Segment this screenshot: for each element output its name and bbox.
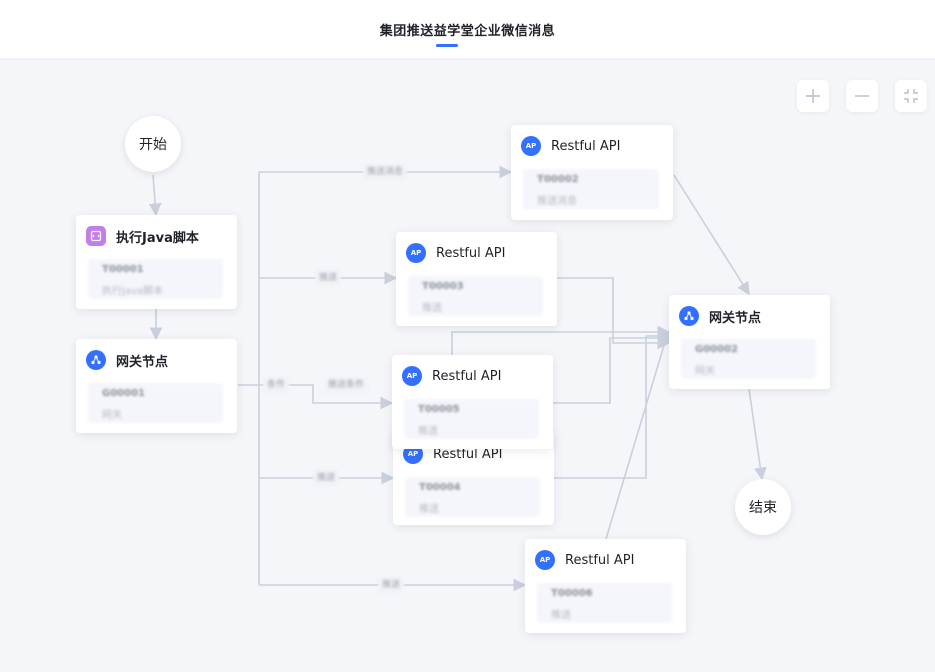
edge-label-api3: 推送条件 [323, 377, 369, 393]
node-api-5-details: T00006 推送 [537, 583, 672, 623]
api-icon: AP [521, 136, 541, 156]
api-icon: AP [406, 243, 426, 263]
edge-cross-line [451, 325, 671, 355]
start-node-label: 开始 [139, 137, 167, 153]
edge-start-script [148, 174, 162, 217]
api-icon: AP [535, 550, 555, 570]
node-api-2[interactable]: AP Restful API T00003 推送 [396, 232, 557, 326]
compress-icon [904, 89, 918, 103]
node-api-5-id: T00006 [551, 588, 593, 599]
code-icon [86, 226, 106, 246]
node-gateway-1-desc: 网关 [102, 410, 122, 421]
node-api-1-id: T00002 [537, 174, 579, 185]
node-api-3[interactable]: AP Restful API T00005 推送 [392, 355, 553, 449]
edge-api4-gateway2 [554, 329, 671, 479]
node-api-3-desc: 推送 [418, 426, 438, 437]
title-active-indicator [436, 44, 458, 47]
api-icon: AP [403, 444, 423, 464]
edge-label-api1: 推送消息 [362, 164, 408, 180]
end-node-label: 结束 [749, 500, 777, 516]
node-api-5-title: Restful API [565, 552, 635, 568]
edge-api2-gateway2 [557, 277, 671, 350]
edge-label-api4: 推送 [312, 470, 340, 486]
node-api-3-id: T00005 [418, 404, 460, 415]
node-gateway-2-id: G00002 [695, 344, 738, 355]
node-api-2-title: Restful API [436, 245, 506, 261]
gateway-icon [86, 350, 106, 370]
node-gateway-2[interactable]: 网关节点 G00002 网关 [669, 295, 830, 389]
node-api-3-details: T00005 推送 [404, 399, 539, 439]
edge-api1-gateway2 [673, 174, 750, 296]
edge-gateway2-end [748, 388, 767, 481]
node-api-1-details: T00002 推送消息 [523, 169, 659, 209]
edge-label-api2: 推送 [314, 270, 342, 286]
edge-label-gateway-out: 条件 [262, 377, 290, 393]
zoom-in-button[interactable] [797, 80, 829, 112]
node-api-5-desc: 推送 [551, 610, 571, 621]
minus-icon [855, 95, 869, 97]
node-api-2-id: T00003 [422, 281, 464, 292]
node-gateway-2-details: G00002 网关 [681, 339, 816, 379]
node-api-3-title: Restful API [432, 368, 502, 384]
page-title: 集团推送益学堂企业微信消息 [379, 24, 556, 39]
node-script-details: T00001 执行Java脚本 [88, 259, 223, 299]
edge-api5-gateway2 [605, 330, 671, 540]
node-gateway-1-id: G00001 [102, 388, 145, 399]
node-api-4-desc: 推送 [419, 504, 439, 515]
node-script-id: T00001 [102, 264, 144, 275]
edge-api3-gateway2 [552, 331, 671, 404]
flow-canvas[interactable]: 推送消息 推送 条件 推送条件 推送 推送 开始 结束 执行Java脚本 T00… [0, 58, 935, 672]
node-api-2-details: T00003 推送 [408, 276, 543, 316]
node-gateway-1[interactable]: 网关节点 G00001 网关 [76, 339, 237, 433]
api-icon: AP [402, 366, 422, 386]
node-api-1-desc: 推送消息 [537, 196, 577, 207]
end-node[interactable]: 结束 [735, 479, 791, 535]
plus-icon [806, 89, 820, 103]
node-api-5[interactable]: AP Restful API T00006 推送 [525, 539, 686, 633]
node-gateway-1-details: G00001 网关 [88, 383, 223, 423]
header-bar: 集团推送益学堂企业微信消息 [0, 0, 935, 58]
node-api-4-title: Restful API [433, 446, 503, 462]
gateway-icon [679, 306, 699, 326]
node-gateway-2-title: 网关节点 [709, 310, 762, 326]
zoom-out-button[interactable] [846, 80, 878, 112]
fit-view-button[interactable] [895, 80, 927, 112]
node-gateway-1-title: 网关节点 [116, 354, 169, 370]
node-script-title: 执行Java脚本 [116, 230, 199, 246]
node-api-4-details: T00004 推送 [405, 477, 540, 517]
node-api-1-title: Restful API [551, 138, 621, 154]
start-node[interactable]: 开始 [125, 116, 181, 172]
node-api-1[interactable]: AP Restful API T00002 推送消息 [511, 125, 673, 220]
node-script-desc: 执行Java脚本 [102, 286, 164, 297]
node-gateway-2-desc: 网关 [695, 366, 715, 377]
edge-label-api5: 推送 [377, 577, 405, 593]
node-api-2-desc: 推送 [422, 303, 442, 314]
node-api-4-id: T00004 [419, 482, 461, 493]
node-script[interactable]: 执行Java脚本 T00001 执行Java脚本 [76, 215, 237, 309]
